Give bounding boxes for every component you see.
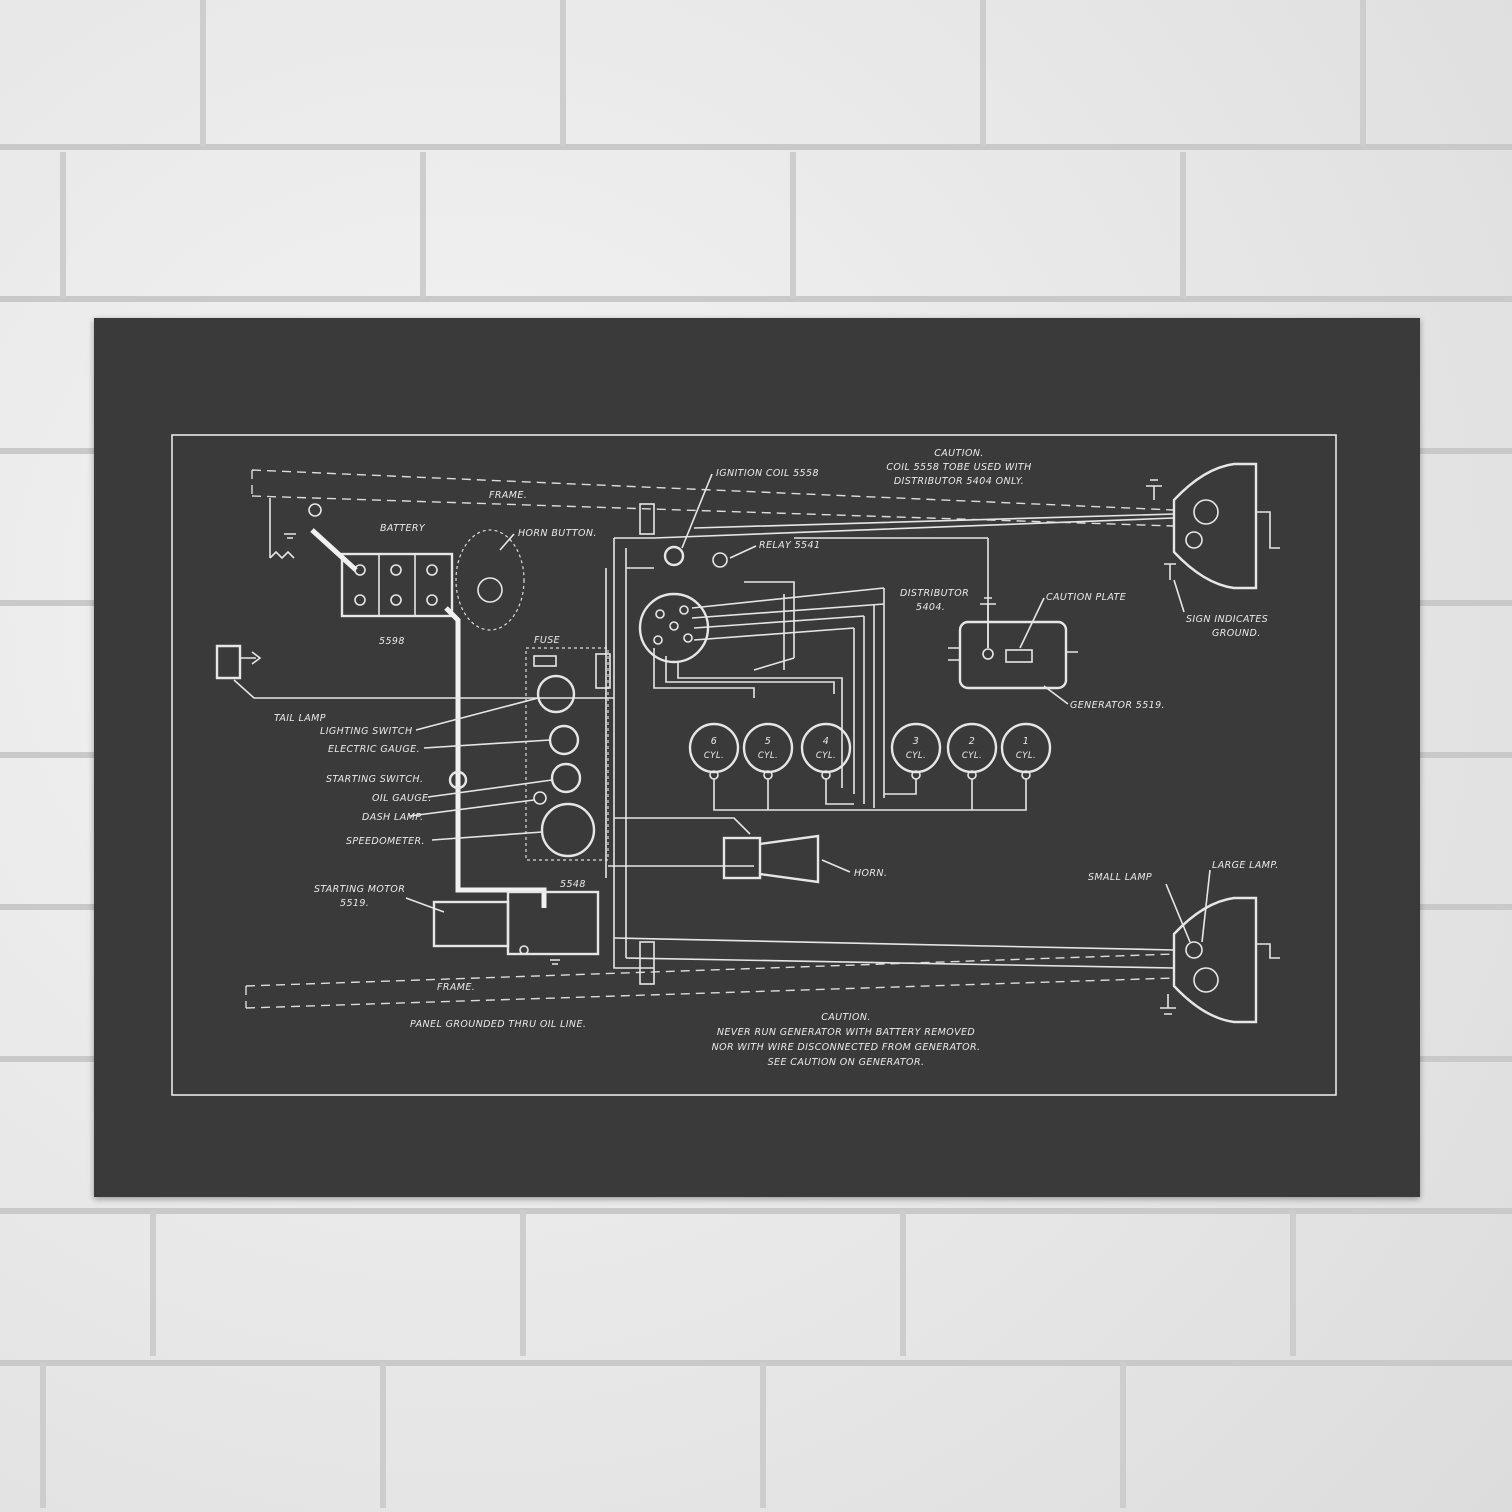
svg-text:6: 6	[711, 736, 717, 747]
brick-row	[0, 1362, 1512, 1508]
frame-bottom-label: FRAME.	[437, 982, 475, 993]
instrument-panel	[525, 647, 609, 861]
ignition-coil	[663, 545, 685, 567]
wiring-diagram: FRAME. FRAME. CAUTION. COIL 5558 TOBE US…	[171, 434, 1337, 1096]
starting-motor-label: STARTING MOTOR	[314, 884, 405, 895]
ground-symbol	[284, 533, 296, 539]
dash-lamp-label: DASH LAMP.	[362, 812, 423, 823]
ground-sign	[1164, 563, 1176, 580]
brick-row	[0, 0, 1512, 146]
ground-sign-top	[1146, 479, 1162, 500]
small-lamp-label: SMALL LAMP	[1088, 872, 1152, 883]
battery-label: BATTERY	[380, 523, 426, 534]
dash-lamp	[533, 791, 547, 805]
wiring-diagram-poster: FRAME. FRAME. CAUTION. COIL 5558 TOBE US…	[94, 318, 1420, 1197]
brick-row	[0, 1210, 1512, 1356]
caption-bottom-line1: NEVER RUN GENERATOR WITH BATTERY REMOVED	[717, 1027, 975, 1038]
caution-plate	[1005, 649, 1033, 663]
svg-text:CYL.: CYL.	[758, 751, 778, 761]
brick-row	[0, 152, 1512, 298]
headlamp-top	[1172, 462, 1280, 590]
starter-cable	[444, 606, 547, 908]
horn-button	[477, 577, 503, 603]
headlamp-bottom	[1172, 896, 1280, 1024]
caption-top-line2: DISTRIBUTOR 5404 ONLY.	[894, 476, 1024, 487]
distributor-number: 5404.	[916, 602, 945, 613]
svg-text:CYL.: CYL.	[906, 751, 926, 761]
svg-text:3: 3	[913, 736, 919, 747]
fuse-label: FUSE	[534, 635, 560, 646]
cylinder-6: 6 CYL.	[688, 722, 740, 780]
svg-text:CYL.: CYL.	[1016, 751, 1036, 761]
svg-text:CYL.: CYL.	[962, 751, 982, 761]
ground-terminal	[308, 503, 322, 517]
svg-text:2: 2	[969, 736, 975, 747]
relay-label: RELAY 5541	[759, 540, 820, 551]
frame-top-label: FRAME.	[489, 490, 527, 501]
ground-bracket	[269, 498, 295, 560]
distributor-label: DISTRIBUTOR	[900, 588, 969, 599]
lighting-switch-label: LIGHTING SWITCH	[320, 726, 413, 737]
cylinder-2: 2 CYL.	[946, 722, 998, 780]
starting-switch	[448, 770, 468, 790]
battery-ground-cable	[310, 528, 358, 572]
electric-gauge-label: ELECTRIC GAUGE.	[328, 744, 420, 755]
fuse	[533, 655, 557, 667]
svg-text:CYL.: CYL.	[704, 751, 724, 761]
oil-gauge-label: OIL GAUGE.	[372, 793, 432, 804]
caption-top-line1: COIL 5558 TOBE USED WITH	[886, 462, 1031, 473]
distributor	[638, 592, 710, 664]
caption-bottom-line3: SEE CAUTION ON GENERATOR.	[768, 1057, 925, 1068]
caption-top-heading: CAUTION.	[934, 448, 984, 459]
horn	[722, 836, 762, 880]
cylinder-1: 1 CYL.	[1000, 722, 1052, 780]
plug-leads	[713, 779, 1027, 811]
generator-label: GENERATOR 5519.	[1070, 700, 1165, 711]
speedometer-label: SPEEDOMETER.	[346, 836, 425, 847]
ground-label: GROUND.	[1212, 628, 1261, 639]
svg-text:4: 4	[823, 736, 829, 747]
harness	[605, 538, 654, 969]
ignition-coil-label: IGNITION COIL 5558	[716, 468, 819, 479]
lighting-switch	[536, 674, 576, 714]
large-lamp-label: LARGE LAMP.	[1212, 860, 1279, 871]
frame-top	[251, 469, 1175, 527]
caption-bottom-heading: CAUTION.	[821, 1012, 871, 1023]
svg-text:CYL.: CYL.	[816, 751, 836, 761]
horn-button-label: HORN BUTTON.	[518, 528, 597, 539]
sign-indicates-label: SIGN INDICATES	[1186, 614, 1268, 625]
electric-gauge	[548, 724, 580, 756]
horn-button-outline	[455, 529, 525, 631]
speedometer	[540, 802, 596, 858]
panel-number: 5548	[560, 879, 586, 890]
generator	[958, 620, 1068, 690]
oil-gauge	[550, 762, 582, 794]
tail-lamp	[215, 644, 242, 680]
svg-text:5: 5	[765, 736, 771, 747]
caution-plate-label: CAUTION PLATE	[1046, 592, 1126, 603]
starting-switch-label: STARTING SWITCH.	[326, 774, 423, 785]
diagram-border	[171, 434, 1337, 1096]
frame-bottom	[245, 953, 1175, 1009]
ground-sign-bottom	[1160, 994, 1176, 1015]
svg-text:1: 1	[1023, 736, 1029, 747]
cylinder-3: 3 CYL.	[890, 722, 942, 780]
battery	[340, 552, 454, 618]
tail-lamp-label: TAIL LAMP	[274, 713, 326, 724]
battery-number: 5598	[379, 636, 405, 647]
horn-label: HORN.	[854, 868, 887, 879]
relay	[712, 552, 728, 568]
starting-motor-number: 5519.	[340, 898, 369, 909]
cylinder-5: 5 CYL.	[742, 722, 794, 780]
caption-bottom-line2: NOR WITH WIRE DISCONNECTED FROM GENERATO…	[712, 1042, 981, 1053]
starting-motor	[432, 900, 510, 948]
panel-ground-note: PANEL GROUNDED THRU OIL LINE.	[410, 1019, 586, 1030]
